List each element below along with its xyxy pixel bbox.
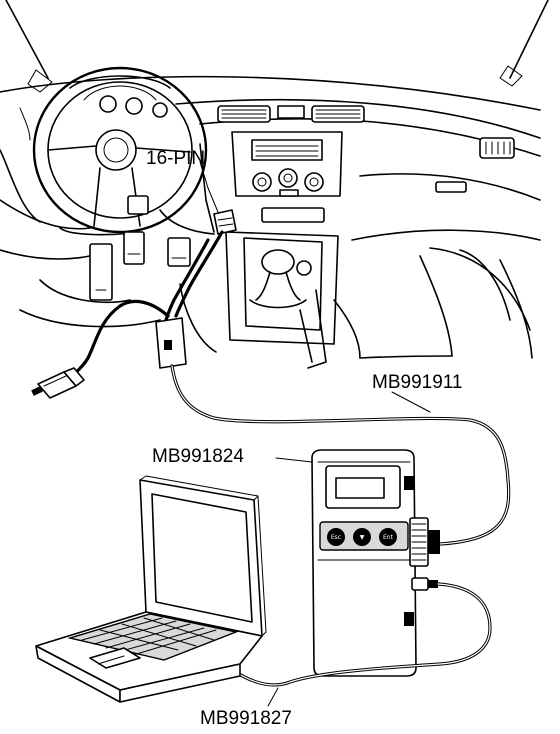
car-interior [0,0,549,369]
vci-button-down[interactable] [353,528,371,546]
label-16-pin: 16-PIN [146,148,205,169]
vci-lcd-screen [335,477,385,499]
vci-button-esc[interactable] [327,528,345,546]
passenger-dash [351,137,541,331]
center-console [231,131,343,223]
center-vents [217,105,365,123]
label-mb991827: MB991827 [200,708,292,729]
leader-lines [199,161,431,707]
vci-button-enter-label: Ent [383,534,394,541]
harness-secondary-plug [31,367,85,399]
label-mb991824: MB991824 [152,446,244,467]
harness-inline-module [155,317,187,369]
label-mb991911: MB991911 [372,372,463,393]
pedals [19,231,191,328]
usb-cable [234,582,492,687]
vci-button-enter[interactable] [379,528,397,546]
vci-usb-port [411,577,438,591]
vci-button-down-label: ▼ [360,534,365,541]
callout-labels: 16-PIN MB991911 MB991824 MB991827 [146,148,463,729]
harness-cable [31,230,511,546]
laptop [35,475,267,703]
laptop-screen [151,493,253,623]
vci-button-esc-label: Esc [331,534,341,541]
vci-buttons: Esc ▼ Ent [327,528,397,546]
vci-side-clips [404,476,414,626]
diagnostic-connector [213,209,237,235]
vci-unit: Esc ▼ Ent [311,449,440,677]
steering-wheel [32,66,208,234]
gear-shifter [225,231,339,369]
vci-harness-port [409,517,440,567]
